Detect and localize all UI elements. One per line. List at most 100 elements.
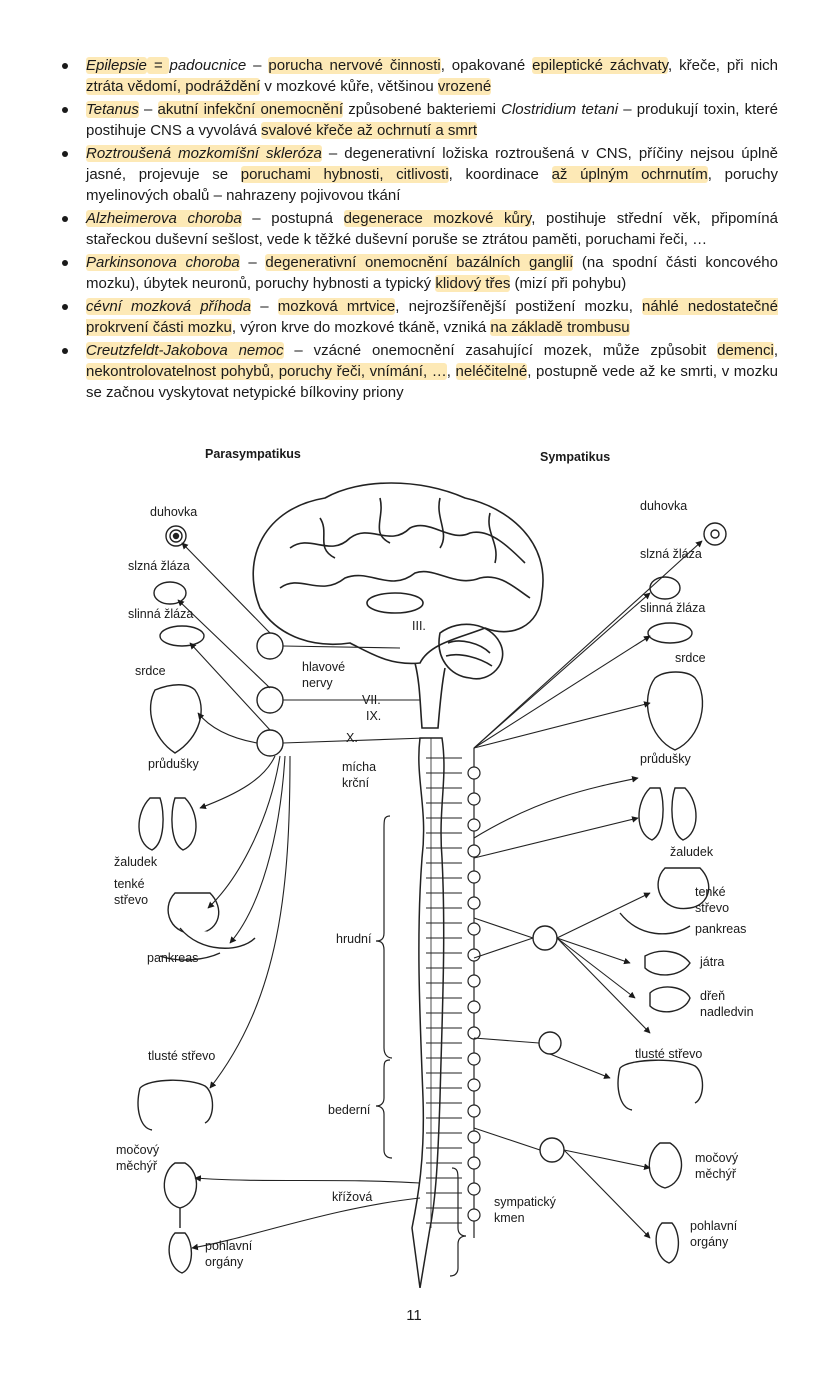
text-run: – vzácné onemocnění zasahující mozek, mů… xyxy=(283,342,718,359)
trunk-ganglion xyxy=(467,1104,481,1118)
text-run: Clostridium tetani xyxy=(501,101,619,118)
label-right-zaludek: žaludek xyxy=(670,845,714,859)
parasympathetic-ganglia xyxy=(256,632,284,757)
label-left-pankreas: pankreas xyxy=(147,951,198,965)
text-run: Epilepsie xyxy=(86,57,147,74)
text-run: – xyxy=(246,57,269,74)
label-hlavove-2: nervy xyxy=(302,676,333,690)
label-left-tenke-2: střevo xyxy=(114,893,148,907)
text-run: , křeče, při nich xyxy=(668,57,778,74)
label-left-tenke-1: tenké xyxy=(114,877,145,891)
trunk-ganglion xyxy=(467,948,481,962)
trunk-ganglion xyxy=(467,1000,481,1014)
trunk-ganglion xyxy=(467,1208,481,1222)
text-run: , xyxy=(446,363,456,380)
label-nerve-7: VII. xyxy=(362,693,381,707)
text-run: , postupně vede až ke smrti, v mozku se … xyxy=(86,363,778,401)
disease-item: Roztroušená mozkomíšní skleróza – degene… xyxy=(62,143,778,206)
label-hlavove-1: hlavové xyxy=(302,660,345,674)
right-labels: duhovka slzná žláza slinná žláza srdce p… xyxy=(635,499,754,1249)
label-left-slinna: slinná žláza xyxy=(128,607,193,621)
text-run: – produkují toxin, které postihuje CNS a… xyxy=(86,101,778,139)
text-run: poruchami hybnosti, citlivosti xyxy=(240,166,449,183)
label-right-tenke-1: tenké xyxy=(695,885,726,899)
text-run: Alzheimerova choroba xyxy=(86,210,242,227)
label-right-pohlavni-2: orgány xyxy=(690,1235,729,1249)
text-run: – postupná xyxy=(241,210,344,227)
text-run: , koordinace xyxy=(448,166,552,183)
label-nerve-3: III. xyxy=(412,619,426,633)
label-kmen-1: sympatický xyxy=(494,1195,557,1209)
trunk-ganglion xyxy=(467,818,481,832)
spinal-segments xyxy=(426,757,462,1224)
text-run: až úplným ochrnutím xyxy=(551,166,708,183)
trunk-ganglion xyxy=(467,974,481,988)
autonomic-nervous-system-diagram: Parasympatikus Sympatikus xyxy=(114,447,754,1288)
label-left-srdce: srdce xyxy=(135,664,166,678)
text-run: , opakované xyxy=(440,57,533,74)
text-run: – xyxy=(138,101,158,118)
label-krizova: křížová xyxy=(332,1190,372,1204)
trunk-ganglion xyxy=(467,1156,481,1170)
label-right-pohlavni-1: pohlavní xyxy=(690,1219,738,1233)
label-right-tenke-2: střevo xyxy=(695,901,729,915)
text-run: klidový třes xyxy=(435,275,511,292)
text-run: epileptické záchvaty xyxy=(532,57,669,74)
text-run: , poruchy myelinových obalů – nahrazeny … xyxy=(86,166,778,204)
disease-item: Creutzfeldt-Jakobova nemoc – vzácné onem… xyxy=(62,340,778,403)
brain-illustration xyxy=(252,482,544,729)
trunk-ganglion xyxy=(467,792,481,806)
label-hrudni: hrudní xyxy=(336,932,372,946)
text-run: demenci xyxy=(717,342,774,359)
text-run: Parkinsonova choroba xyxy=(86,254,240,271)
text-run: mozková mrtvice xyxy=(277,298,396,315)
label-left-mocovy-1: močový xyxy=(116,1143,160,1157)
label-right-slinna: slinná žláza xyxy=(640,601,705,615)
text-run: Creutzfeldt-Jakobova nemoc xyxy=(86,342,284,359)
text-run: , nejrozšířenější postižení mozku, xyxy=(395,298,643,315)
trunk-ganglion xyxy=(467,870,481,884)
label-left-slzna: slzná žláza xyxy=(128,559,190,573)
left-labels: duhovka slzná žláza slinná žláza srdce p… xyxy=(114,505,253,1269)
trunk-ganglion xyxy=(467,896,481,910)
label-micha-1: mícha xyxy=(342,760,376,774)
label-left-pohlavni-1: pohlavní xyxy=(205,1239,253,1253)
disease-item: Epilepsie = padoucnice – porucha nervové… xyxy=(62,55,778,97)
trunk-ganglion xyxy=(467,844,481,858)
text-run: cévní mozková příhoda xyxy=(86,298,252,315)
label-right-pankreas: pankreas xyxy=(695,922,746,936)
text-run: neléčitelné xyxy=(455,363,528,380)
label-micha-2: krční xyxy=(342,776,370,790)
prevertebral-ganglia xyxy=(532,925,565,1163)
text-run: nekontrolovatelnost pohybů, poruchy řeči… xyxy=(86,363,447,380)
text-run: padoucnice xyxy=(169,57,247,74)
trunk-ganglion xyxy=(467,766,481,780)
text-run: na základě trombusu xyxy=(490,319,630,336)
label-left-zaludek: žaludek xyxy=(114,855,158,869)
text-run: degenerace mozkové kůry xyxy=(343,210,532,227)
spinal-region-braces xyxy=(375,815,467,1277)
text-run: akutní infekční onemocnění xyxy=(157,101,344,118)
label-kmen-2: kmen xyxy=(494,1211,525,1225)
label-left-tluste: tlusté střevo xyxy=(148,1049,215,1063)
label-right-prudusky: průdušky xyxy=(640,752,691,766)
label-left-mocovy-2: měchýř xyxy=(116,1159,158,1173)
text-run: vrozené xyxy=(437,78,492,95)
text-run: (na spodní části koncového mozku), úbyte… xyxy=(86,254,778,292)
text-run: degenerativní onemocnění bazálních gangl… xyxy=(265,254,574,271)
label-left-prudusky: průdušky xyxy=(148,757,199,771)
text-run: Tetanus xyxy=(86,101,139,118)
disease-item: Alzheimerova choroba – postupná degenera… xyxy=(62,208,778,250)
label-left-pohlavni-2: orgány xyxy=(205,1255,244,1269)
text-run: způsobené bakteriemi xyxy=(343,101,502,118)
label-right-dren-2: nadledvin xyxy=(700,1005,754,1019)
label-right-duhovka: duhovka xyxy=(640,499,687,513)
trunk-ganglion xyxy=(467,1052,481,1066)
label-right-dren-1: dřeň xyxy=(700,989,725,1003)
text-run: – xyxy=(239,254,266,271)
text-run: Roztroušená mozkomíšní skleróza xyxy=(86,145,322,162)
disease-item: Tetanus – akutní infekční onemocnění způ… xyxy=(62,99,778,141)
text-run: , postihuje střední věk, připomíná staře… xyxy=(86,210,778,248)
label-right-mocovy-1: močový xyxy=(695,1151,739,1165)
label-nerve-9: IX. xyxy=(366,709,381,723)
